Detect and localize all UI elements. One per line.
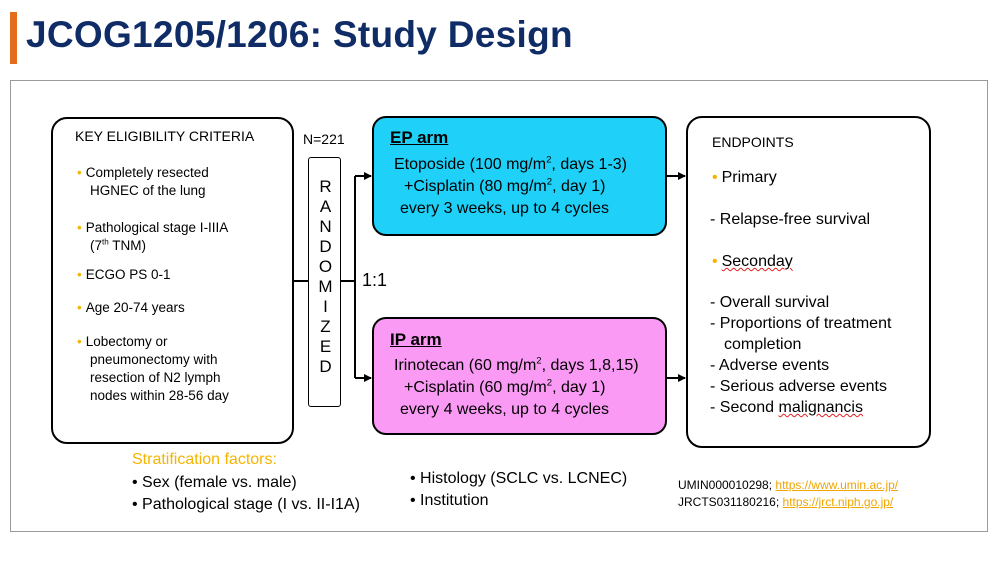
randomized-letter: D xyxy=(319,357,332,376)
eligibility-item-5: •Lobectomy or pneumonectomy with resecti… xyxy=(77,334,229,403)
secondary-endpoint-item: completion xyxy=(724,336,802,353)
stratification-item: • Sex (female vs. male) xyxy=(132,474,297,491)
stratification-right-list: • Histology (SCLC vs. LCNEC) • Instituti… xyxy=(410,468,627,512)
ip-arm-box: IP arm Irinotecan (60 mg/m2, days 1,8,15… xyxy=(372,317,667,435)
secondary-endpoint-item: - Second malignancis xyxy=(710,399,863,416)
ip-arm-drug-2: +Cisplatin (60 mg/m2, day 1) xyxy=(404,377,606,396)
secondary-endpoint-item: - Adverse events xyxy=(710,357,830,374)
jrct-id: JRCTS031180216; xyxy=(678,495,780,509)
secondary-endpoint-item: - Proportions of treatment xyxy=(710,315,892,332)
endpoints-box: ENDPOINTS •Primary - Relapse-free surviv… xyxy=(686,116,931,448)
eligibility-item-4: •Age 20-74 years xyxy=(77,300,185,315)
randomized-letter: E xyxy=(319,337,332,356)
randomized-letter: M xyxy=(318,277,333,296)
sample-size-label: N=221 xyxy=(303,131,345,147)
randomized-letter: Z xyxy=(320,317,331,336)
ip-arm-schedule: every 4 weeks, up to 4 cycles xyxy=(400,401,609,418)
endpoints-heading: ENDPOINTS xyxy=(712,134,794,150)
randomized-box: R A N D O M I Z E D xyxy=(308,157,341,407)
stratification-heading: Stratification factors: xyxy=(132,451,277,468)
eligibility-heading: KEY ELIGIBILITY CRITERIA xyxy=(75,128,255,144)
ip-arm-drug-1: Irinotecan (60 mg/m2, days 1,8,15) xyxy=(394,355,639,374)
secondary-endpoint-item: - Overall survival xyxy=(710,294,830,311)
eligibility-item-2: •Pathological stage I-IIIA (7th TNM) xyxy=(77,220,229,253)
bullet-icon: • xyxy=(712,169,718,186)
ep-arm-name: EP arm xyxy=(390,128,449,147)
umin-link[interactable]: https://www.umin.ac.jp/ xyxy=(775,478,899,492)
randomized-letter: A xyxy=(319,197,332,216)
ep-arm-drug-2: +Cisplatin (80 mg/m2, day 1) xyxy=(404,176,606,195)
randomized-letter: D xyxy=(319,237,332,256)
stratification-item: • Pathological stage (I vs. II-I1A) xyxy=(132,496,360,513)
bullet-icon: • xyxy=(77,300,82,315)
ep-arm-schedule: every 3 weeks, up to 4 cycles xyxy=(400,200,609,217)
umin-id: UMIN000010298; xyxy=(678,478,773,492)
ep-arm-drug-1: Etoposide (100 mg/m2, days 1-3) xyxy=(394,154,628,173)
eligibility-item-3: •ECGO PS 0-1 xyxy=(77,267,171,282)
title-accent-bar xyxy=(10,12,17,64)
secondary-endpoint-item: - Serious adverse events xyxy=(710,378,887,395)
stratification-item: • Institution xyxy=(410,492,489,509)
eligibility-criteria-box: KEY ELIGIBILITY CRITERIA •Completely res… xyxy=(51,117,294,444)
diagram-frame xyxy=(10,80,988,532)
bullet-icon: • xyxy=(77,334,82,349)
bullet-icon: • xyxy=(712,253,718,270)
primary-endpoint-label: •Primary xyxy=(712,169,777,186)
stratification-item: • Histology (SCLC vs. LCNEC) xyxy=(410,470,628,487)
bullet-icon: • xyxy=(77,220,82,235)
primary-endpoint-item: - Relapse-free survival xyxy=(710,211,871,228)
bullet-icon: • xyxy=(77,267,82,282)
randomized-letter: O xyxy=(318,257,333,276)
ep-arm-box: EP arm Etoposide (100 mg/m2, days 1-3) +… xyxy=(372,116,667,236)
eligibility-item-1: •Completely resected HGNEC of the lung xyxy=(77,165,209,198)
randomized-letter: R xyxy=(319,177,332,196)
randomized-letter: N xyxy=(319,217,332,236)
secondary-endpoint-label: •Seconday xyxy=(712,253,793,270)
stratification-left-list: • Sex (female vs. male) • Pathological s… xyxy=(132,472,360,516)
jrct-link[interactable]: https://jrct.niph.go.jp/ xyxy=(782,495,894,509)
randomized-letter: I xyxy=(323,297,328,316)
bullet-icon: • xyxy=(77,165,82,180)
registry-info: UMIN000010298; https://www.umin.ac.jp/ J… xyxy=(678,477,898,511)
allocation-ratio: 1:1 xyxy=(362,270,388,290)
ip-arm-name: IP arm xyxy=(390,330,442,349)
page-title: JCOG1205/1206: Study Design xyxy=(26,14,573,55)
